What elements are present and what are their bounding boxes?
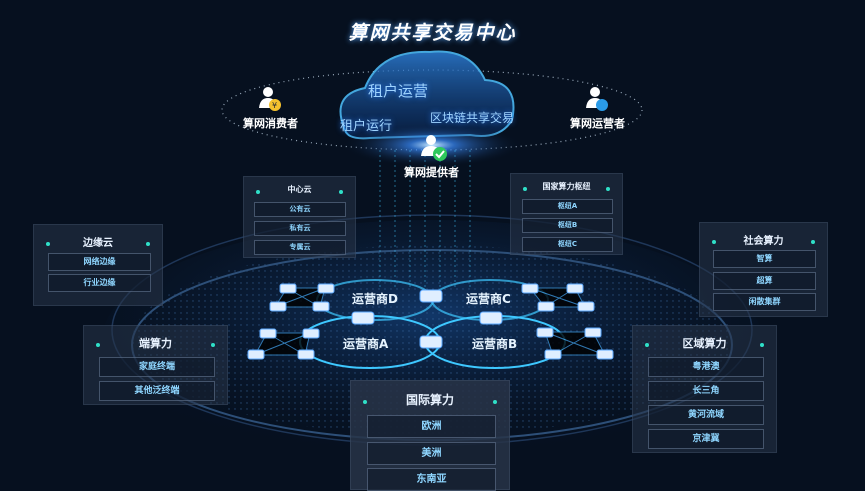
panel-regional-compute: 区域算力 粤港澳 长三角 黄河流域 京津冀 <box>632 325 777 453</box>
item-other-terminal[interactable]: 其他泛终端 <box>99 381 215 401</box>
item-dedicated-cloud[interactable]: 专属云 <box>254 240 346 255</box>
item-yellow-river[interactable]: 黄河流域 <box>648 405 764 425</box>
item-idle-cluster[interactable]: 闲散集群 <box>713 293 816 311</box>
panel-title: 中心云 <box>244 184 355 195</box>
network-node-icon <box>269 301 287 312</box>
network-node-icon <box>317 283 335 294</box>
role-consumer: 算网消费者 <box>243 117 298 130</box>
network-node-icon <box>537 301 555 312</box>
panel-title: 端算力 <box>84 335 227 351</box>
item-yangtze-delta[interactable]: 长三角 <box>648 381 764 401</box>
provider-user-icon <box>420 134 448 166</box>
network-node-icon <box>302 328 320 339</box>
network-node-icon <box>297 349 315 360</box>
item-private-cloud[interactable]: 私有云 <box>254 221 346 236</box>
network-node-icon <box>577 301 595 312</box>
item-hub-a[interactable]: 枢纽A <box>522 199 613 214</box>
item-super-compute[interactable]: 超算 <box>713 272 816 290</box>
cloud-label-tenant-ops: 租户运营 <box>368 82 429 100</box>
panel-title: 区域算力 <box>633 335 776 351</box>
item-home-terminal[interactable]: 家庭终端 <box>99 357 215 377</box>
network-node-icon <box>279 283 297 294</box>
item-public-cloud[interactable]: 公有云 <box>254 202 346 217</box>
network-node-icon <box>544 349 562 360</box>
panel-national-hub: 国家算力枢纽 枢纽A 枢纽B 枢纽C <box>510 173 623 255</box>
item-network-edge[interactable]: 网络边缘 <box>48 253 151 271</box>
panel-title: 国家算力枢纽 <box>511 181 622 192</box>
operator-a-label: 运营商A <box>343 337 389 351</box>
panel-title: 社会算力 <box>700 232 827 247</box>
item-europe[interactable]: 欧洲 <box>367 415 496 438</box>
network-node-icon <box>596 349 614 360</box>
item-intelligent-compute[interactable]: 智算 <box>713 250 816 268</box>
operator-c-label: 运营商C <box>466 292 511 306</box>
cloud-label-tenant-run: 租户运行 <box>340 119 393 134</box>
panel-social-compute: 社会算力 智算 超算 闲散集群 <box>699 222 828 317</box>
cloud-label-blockchain: 区块链共享交易 <box>430 111 515 125</box>
network-nodes <box>247 283 614 360</box>
item-gba[interactable]: 粤港澳 <box>648 357 764 377</box>
panel-title: 边缘云 <box>34 234 162 249</box>
network-node-icon <box>566 283 584 294</box>
item-americas[interactable]: 美洲 <box>367 442 496 465</box>
panel-international-compute: 国际算力 欧洲 美洲 东南亚 <box>350 380 510 491</box>
item-industry-edge[interactable]: 行业边缘 <box>48 274 151 292</box>
item-hub-b[interactable]: 枢纽B <box>522 218 613 233</box>
svg-text:¥: ¥ <box>272 101 277 110</box>
item-southeast-asia[interactable]: 东南亚 <box>367 468 496 491</box>
item-jingjinji[interactable]: 京津冀 <box>648 429 764 449</box>
consumer-user-icon: ¥ <box>258 86 282 116</box>
network-node-icon <box>419 289 443 303</box>
network-node-icon <box>351 311 375 325</box>
network-node-icon <box>584 327 602 338</box>
item-hub-c[interactable]: 枢纽C <box>522 237 613 252</box>
page-title: 算网共享交易中心 <box>348 22 517 44</box>
role-operator: 算网运营者 <box>570 117 625 130</box>
panel-edge-cloud: 边缘云 网络边缘 行业边缘 <box>33 224 163 306</box>
network-node-icon <box>479 311 503 325</box>
network-node-icon <box>419 335 443 349</box>
panel-terminal-compute: 端算力 家庭终端 其他泛终端 <box>83 325 228 405</box>
network-node-icon <box>312 301 330 312</box>
role-provider: 算网提供者 <box>404 166 459 179</box>
network-node-icon <box>259 328 277 339</box>
network-node-icon <box>247 349 265 360</box>
operator-d-label: 运营商D <box>352 292 398 306</box>
network-node-icon <box>536 327 554 338</box>
panel-title: 国际算力 <box>351 391 509 408</box>
network-node-icon <box>521 283 539 294</box>
panel-center-cloud: 中心云 公有云 私有云 专属云 <box>243 176 356 258</box>
operator-b-label: 运营商B <box>472 337 518 351</box>
operator-user-icon <box>585 86 609 116</box>
